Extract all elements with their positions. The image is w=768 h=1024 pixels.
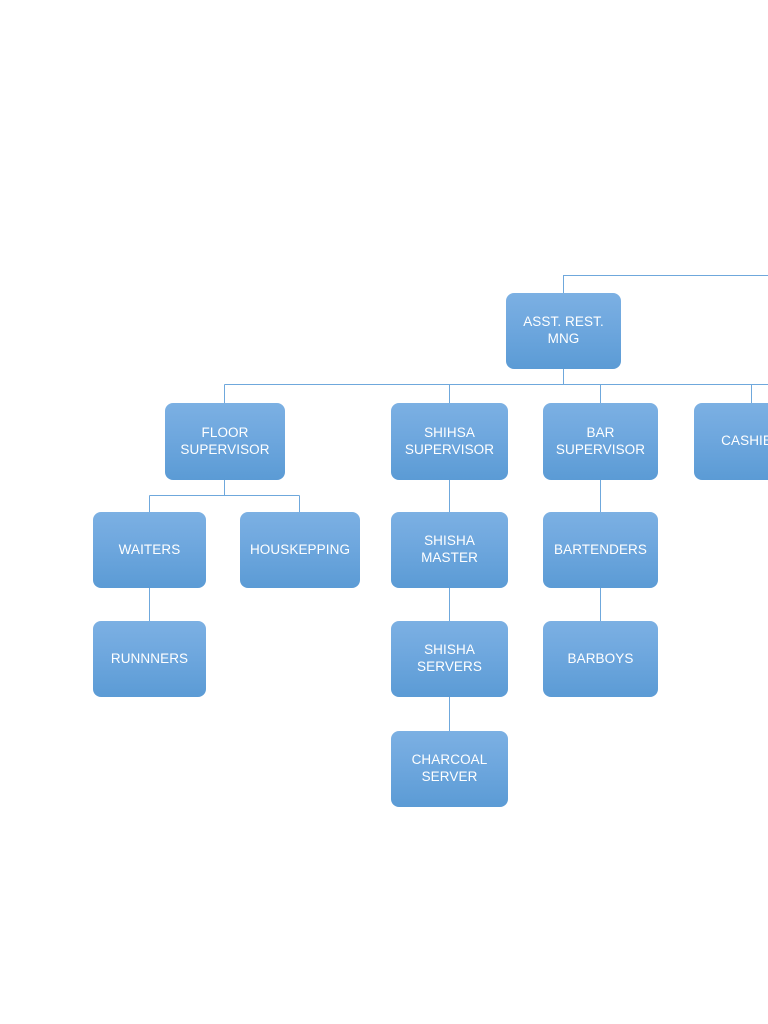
org-node-barboys[interactable]: BARBOYS bbox=[543, 621, 658, 697]
org-node-label: CHARCOAL SERVER bbox=[411, 752, 488, 784]
org-node-label: BAR SUPERVISOR bbox=[555, 424, 646, 457]
org-node-runnners[interactable]: RUNNNERS bbox=[93, 621, 206, 697]
org-node-label: HOUSKEPPING bbox=[249, 541, 351, 557]
org-node-shisha-servers[interactable]: SHISHA SERVERS bbox=[391, 621, 508, 697]
org-node-floor-supervisor[interactable]: FLOOR SUPERVISOR bbox=[165, 403, 285, 480]
org-node-label: FLOOR SUPERVISOR bbox=[180, 424, 270, 457]
edge-parent-to-asst-rest-mng bbox=[562, 274, 768, 293]
org-node-label: ASST. REST. MNG bbox=[523, 314, 604, 346]
org-node-label: SHISHA MASTER bbox=[421, 533, 478, 565]
org-node-label: BARTENDERS bbox=[553, 541, 648, 557]
org-node-charcoal-server[interactable]: CHARCOAL SERVER bbox=[391, 731, 508, 807]
org-node-bar-supervisor[interactable]: BAR SUPERVISOR bbox=[543, 403, 658, 480]
org-node-shisha-master[interactable]: SHISHA MASTER bbox=[391, 512, 508, 588]
org-node-shihsa-supervisor[interactable]: SHIHSA SUPERVISOR bbox=[391, 403, 508, 480]
org-node-houskepping[interactable]: HOUSKEPPING bbox=[240, 512, 360, 588]
org-node-bartenders[interactable]: BARTENDERS bbox=[543, 512, 658, 588]
org-node-cashier[interactable]: CASHIER bbox=[694, 403, 768, 480]
org-node-label: CASHIER bbox=[721, 433, 768, 449]
org-node-asst-rest-mng[interactable]: ASST. REST. MNG bbox=[506, 293, 621, 369]
org-node-label: BARBOYS bbox=[567, 650, 634, 666]
org-node-label: SHISHA SERVERS bbox=[417, 642, 482, 674]
org-node-waiters[interactable]: WAITERS bbox=[93, 512, 206, 588]
org-node-label: WAITERS bbox=[118, 541, 181, 557]
org-node-label: RUNNNERS bbox=[110, 650, 189, 666]
org-node-label: SHIHSA SUPERVISOR bbox=[404, 424, 495, 457]
